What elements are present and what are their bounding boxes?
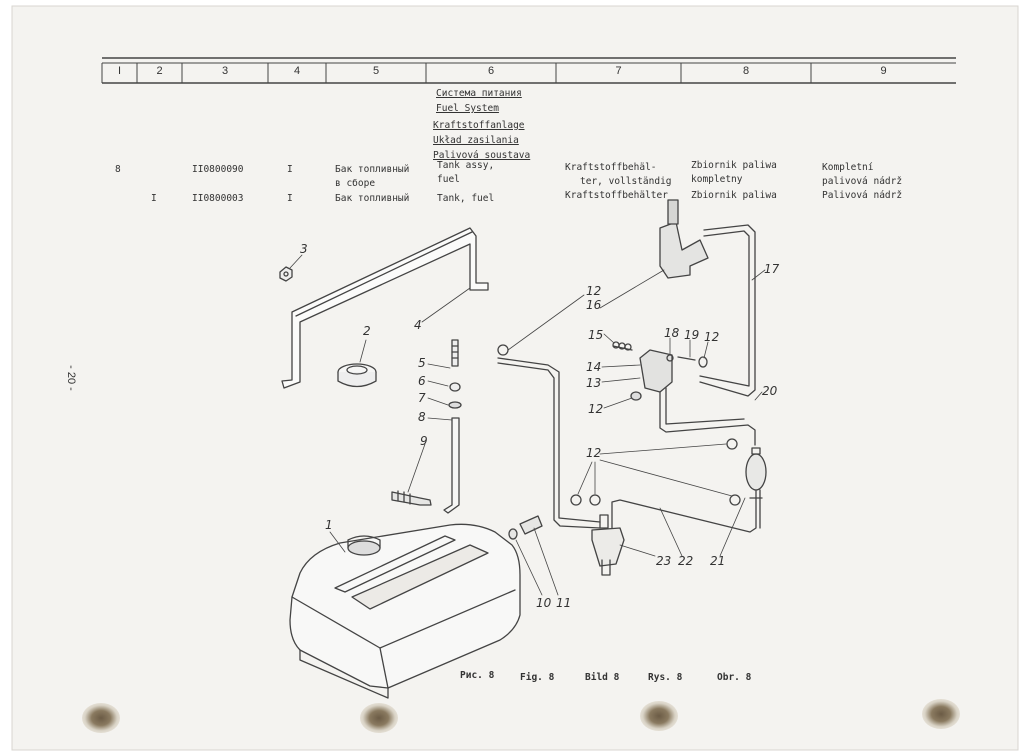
- caption-ru: Рис. 8: [460, 670, 495, 681]
- column-header-5: 5: [372, 65, 380, 77]
- caption-de: Bild 8: [585, 672, 620, 683]
- column-header-2: 2: [156, 65, 163, 77]
- row2-part-no: II0800003: [192, 193, 244, 204]
- row1-col1: 8: [115, 164, 121, 175]
- fuel-line-20: [659, 391, 756, 446]
- fuel-tap-assembly: [443, 339, 462, 514]
- column-header-1: I: [117, 65, 122, 77]
- callout-7: 7: [418, 391, 426, 405]
- binder-hole-3: [640, 701, 678, 731]
- row1-en-2: fuel: [437, 174, 460, 185]
- washer-18: [666, 354, 674, 362]
- callout-23: 23: [656, 554, 672, 568]
- caption-en: Fig. 8: [520, 672, 555, 683]
- callout-3: 3: [300, 242, 308, 256]
- clip-12-a: [497, 344, 509, 356]
- clip-12-b: [726, 438, 738, 450]
- row1-ru-2: в сборе: [335, 178, 376, 189]
- row1-part-no: II0800090: [192, 164, 244, 175]
- row2-ru: Бак топливный: [335, 193, 410, 204]
- clip-12-e: [729, 494, 741, 506]
- callout-4: 4: [414, 318, 422, 332]
- row2-en: Tank, fuel: [437, 193, 495, 204]
- row1-pl-1: Zbiornik paliwa: [691, 160, 777, 171]
- row2-qty: I: [287, 193, 293, 204]
- callout-20: 20: [762, 384, 778, 398]
- callout-8: 8: [418, 410, 426, 424]
- callout-16: 16: [586, 298, 602, 312]
- column-header-3: 3: [221, 65, 229, 77]
- callout-5: 5: [418, 356, 426, 370]
- callout-22: 22: [678, 554, 694, 568]
- column-header-9: 9: [880, 65, 887, 77]
- bracket-part: [281, 227, 489, 389]
- binder-hole-4: [922, 699, 960, 729]
- row2-de: Kraftstoffbehälter: [565, 190, 668, 201]
- caption-pl: Rys. 8: [648, 672, 683, 683]
- callout-17: 17: [764, 262, 780, 276]
- callout-13: 13: [586, 376, 602, 390]
- binder-hole-2: [360, 703, 398, 733]
- callout-12-d: 12: [586, 446, 602, 460]
- clip-12-d: [589, 494, 601, 506]
- header-grid: [101, 57, 956, 84]
- section-title-cs: Palivová soustava: [433, 150, 531, 161]
- drain-screw-part: [391, 490, 432, 506]
- callout-12-c: 12: [588, 402, 604, 416]
- callout-15: 15: [588, 328, 604, 342]
- clip-12-c: [570, 494, 582, 506]
- row2-cs: Palivová nádrž: [822, 190, 903, 201]
- section-title-de: Kraftstoffanlage: [433, 120, 525, 131]
- fuel-pump-part: [612, 341, 708, 401]
- row1-cs-2: palivová nádrž: [822, 176, 903, 187]
- callout-12-a: 12: [586, 284, 602, 298]
- column-header-8: 8: [742, 65, 750, 77]
- section-title-en: Fuel System: [436, 103, 499, 114]
- row2-col2: I: [151, 193, 157, 204]
- callout-18: 18: [664, 326, 680, 340]
- fuel-tube-14: [497, 362, 601, 529]
- row1-en-1: Tank assy,: [437, 160, 495, 171]
- primer-bulb-part: [611, 447, 767, 541]
- row2-pl: Zbiornik paliwa: [691, 190, 777, 201]
- carburettor-part: [659, 199, 709, 279]
- callout-19: 19: [684, 328, 700, 342]
- fuel-tank-part: [289, 523, 521, 699]
- column-header-4: 4: [293, 65, 301, 77]
- callout-14: 14: [586, 360, 602, 374]
- fuel-filter-part: [591, 514, 625, 576]
- filler-cap-part: [337, 363, 377, 388]
- fitting-parts-10-11: [508, 515, 543, 540]
- callout-10: 10: [536, 596, 552, 610]
- section-title-pl: Układ zasilania: [433, 135, 519, 146]
- row1-cs-1: Kompletní: [822, 162, 874, 173]
- leader-lines: [289, 254, 766, 596]
- caption-cs: Obr. 8: [717, 672, 752, 683]
- callout-11: 11: [556, 596, 572, 610]
- row1-ru-1: Бак топливный: [335, 164, 410, 175]
- column-header-6: 6: [487, 65, 495, 77]
- nut-part: [279, 266, 293, 282]
- row1-de-2: ter, vollständig: [580, 176, 672, 187]
- section-title-ru: Система питания: [436, 88, 522, 99]
- callout-21: 21: [710, 554, 726, 568]
- callout-6: 6: [418, 374, 426, 388]
- column-header-7: 7: [615, 65, 622, 77]
- fuel-line-17: [699, 224, 756, 397]
- callout-1: 1: [325, 518, 333, 532]
- row1-pl-2: kompletny: [691, 174, 743, 185]
- row1-qty: I: [287, 164, 293, 175]
- callout-12-b: 12: [704, 330, 720, 344]
- binder-hole-1: [82, 703, 120, 733]
- callout-2: 2: [363, 324, 371, 338]
- callout-9: 9: [420, 434, 428, 448]
- row1-de-1: Kraftstoffbehäl-: [565, 162, 657, 173]
